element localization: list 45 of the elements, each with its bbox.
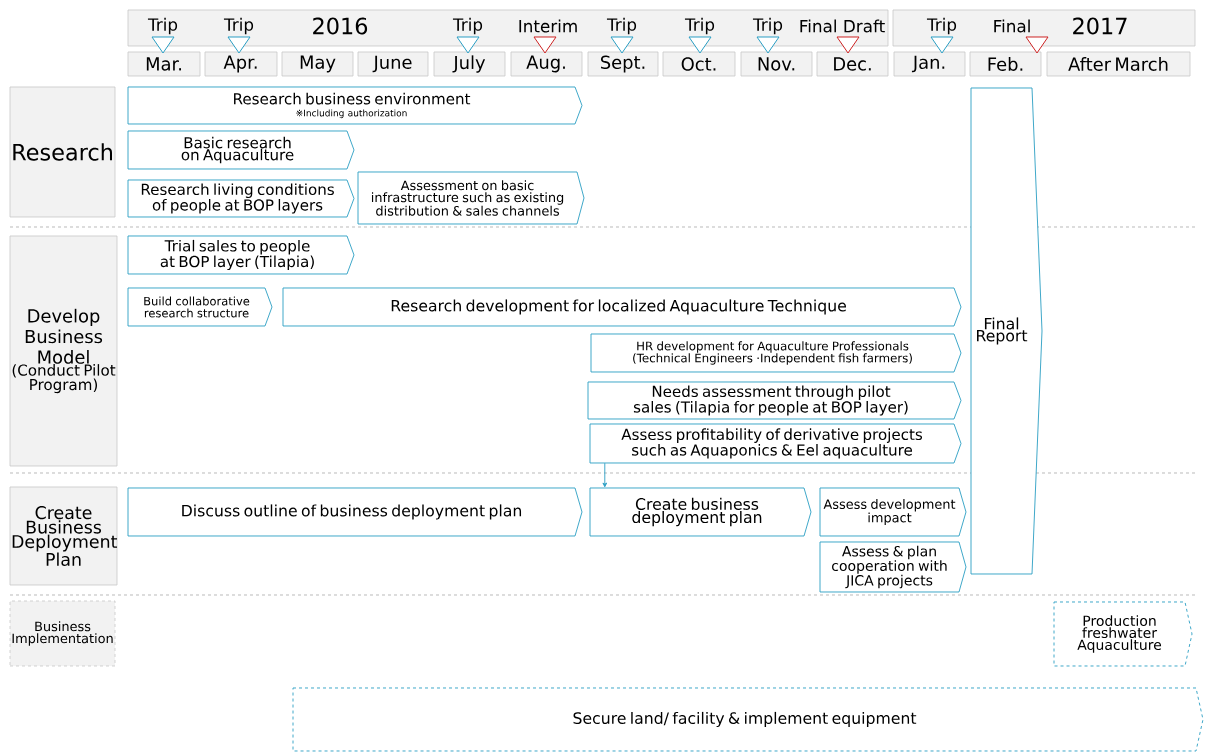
task-box: Secure land/ facility & implement equipment: [292, 687, 1204, 752]
task-box: Research living conditions of people at BOP layers: [127, 179, 355, 218]
task-box: HR development for Aquaculture Professionals (Technical Engineers ·Independent fish farmers): [590, 333, 962, 373]
task-box: Assessment on basic infrastructure such as existing distribution & sales channels: [357, 171, 585, 225]
month-box: Dec.: [816, 51, 889, 77]
month-box: June: [357, 51, 429, 77]
month-box: Feb.: [969, 51, 1042, 77]
arrow: [602, 462, 608, 488]
month-box: Sept.: [587, 51, 659, 77]
task-box: Create business deployment plan: [589, 487, 812, 537]
milestone-label: Trip: [926, 17, 957, 35]
task-box: Basic research on Aquaculture: [127, 130, 355, 170]
milestone-label: Interim: [519, 19, 577, 33]
phase-box: Business Implementation: [9, 600, 116, 667]
task-box: Production freshwater Aquaculture: [1053, 601, 1193, 667]
task-box: Discuss outline of business deployment plan: [127, 487, 583, 537]
report-box: Final Report: [970, 87, 1043, 575]
task-box: Research development for localized Aquaculture Technique: [282, 287, 962, 327]
month-box: May: [281, 51, 354, 77]
milestone-label: Trip: [223, 17, 254, 35]
milestone-label: Final: [994, 19, 1030, 33]
task-box: Assess & plan cooperation with JICA projects: [819, 541, 967, 593]
task-box: Assess profitability of derivative projects such as Aquaponics & Eel aquaculture: [589, 423, 962, 464]
phase-box: Create Business Deployment Plan: [9, 486, 118, 586]
month-box: Oct.: [662, 51, 736, 77]
month-box: July: [433, 51, 506, 77]
phase-box: Develop Business Model (Conduct Pilot Program): [9, 235, 118, 467]
milestone-label: Final Draft: [800, 19, 885, 33]
milestone-label: Trip: [606, 17, 637, 35]
task-box: Build collaborative research structure: [127, 287, 273, 327]
milestone-label: Trip: [452, 17, 483, 35]
task-box: Assess development impact: [819, 487, 967, 537]
month-box: Apr.: [204, 51, 278, 77]
task-box: Research business environment ※Including authorization: [127, 86, 583, 125]
milestone-label: Trip: [147, 17, 178, 35]
phase-box: Research: [9, 86, 116, 218]
month-box: Jan.: [893, 51, 966, 77]
task-box: Trial sales to people at BOP layer (Tilapia): [127, 235, 355, 275]
month-box: Mar.: [127, 51, 201, 77]
milestone-label: Trip: [684, 17, 715, 35]
month-box: After March: [1046, 51, 1191, 77]
task-box: Needs assessment through pilot sales (Tilapia for people at BOP layer): [587, 381, 962, 420]
month-box: Aug.: [510, 51, 583, 77]
milestone-label: Trip: [752, 17, 783, 35]
month-box: Nov.: [740, 51, 813, 77]
